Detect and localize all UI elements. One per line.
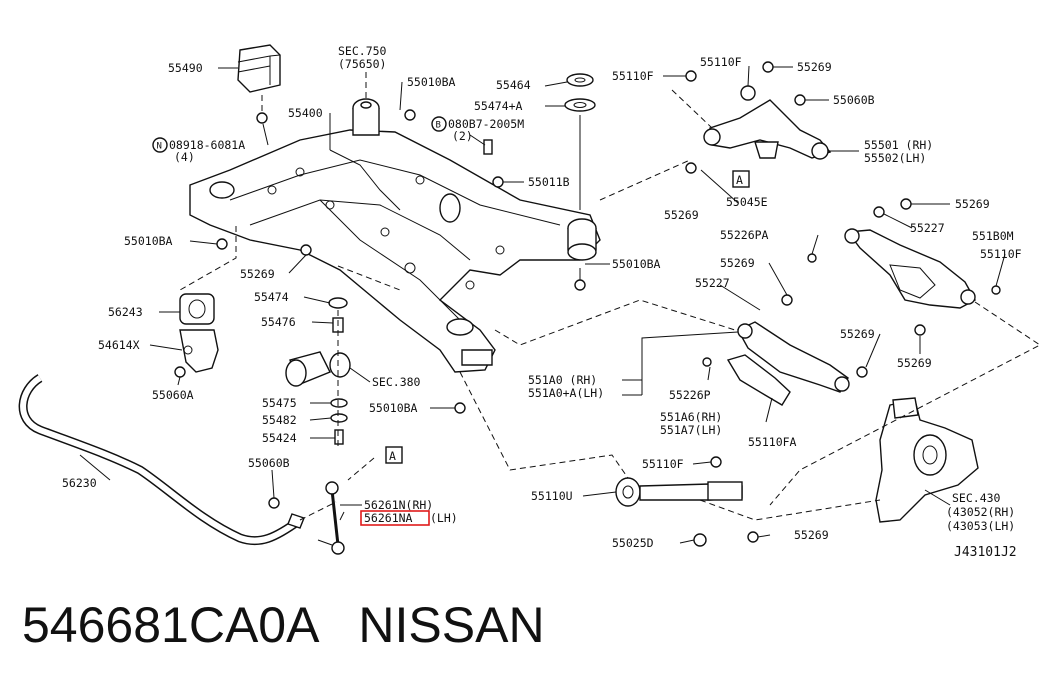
callout-a-top: A — [732, 170, 750, 188]
label-080b7: 080B7-2005M — [448, 117, 524, 131]
label-55110f-2: 55110F — [700, 55, 742, 69]
stud-stack — [285, 297, 351, 445]
callout-n-letter: N — [157, 142, 162, 152]
callout-a-top-letter: A — [736, 173, 743, 187]
label-55474: 55474 — [254, 290, 289, 304]
label-55474a: 55474+A — [474, 99, 523, 113]
lower-arm-551b0m — [844, 228, 976, 309]
label-diagram-reference: J43101J2 — [954, 545, 1017, 560]
fasteners — [174, 61, 1001, 547]
label-55010ba-4: 55010BA — [369, 401, 418, 415]
label-55269-7: 55269 — [897, 356, 932, 370]
bushing-56243 — [179, 293, 219, 373]
label-55227-1: 55227 — [910, 221, 945, 235]
callout-b: B — [431, 116, 447, 132]
label-55060b-1: 55060B — [833, 93, 875, 107]
callout-a-bottom-letter: A — [389, 449, 396, 463]
label-56261na: 56261NA — [364, 511, 413, 525]
label-55476: 55476 — [261, 315, 296, 329]
part-labels: 55490 SEC.750 (75650) 55010BA 55464 5547… — [62, 44, 1022, 560]
label-55269-6: 55269 — [840, 327, 875, 341]
label-55011b: 55011B — [528, 175, 570, 189]
label-55045e: 55045E — [726, 195, 768, 209]
label-56261n: 56261N(RH) — [364, 498, 433, 512]
label-55269-1: 55269 — [797, 60, 832, 74]
label-55490: 55490 — [168, 61, 203, 75]
label-55482: 55482 — [262, 413, 297, 427]
label-55502: 55502(LH) — [864, 151, 926, 165]
label-551a0a: 551A0+A(LH) — [528, 386, 604, 400]
label-08918: 08918-6081A — [169, 138, 245, 152]
mount-55490 — [237, 44, 281, 124]
stabilizer-bar-56230 — [18, 374, 305, 546]
label-55269-2: 55269 — [664, 208, 699, 222]
label-551a0: 551A0 (RH) — [528, 373, 597, 387]
label-56230: 56230 — [62, 476, 97, 490]
callout-a-bottom: A — [385, 446, 403, 464]
label-55010ba-2: 55010BA — [124, 234, 173, 248]
label-55060a: 55060A — [152, 388, 194, 402]
label-080b7-qty: (2) — [452, 129, 473, 143]
label-55226pa: 55226PA — [720, 228, 769, 242]
label-56261na-side: (LH) — [430, 511, 458, 525]
label-55025d: 55025D — [612, 536, 654, 550]
label-55501: 55501 (RH) — [864, 138, 933, 152]
label-08918-qty: (4) — [174, 150, 195, 164]
label-55269-4: 55269 — [240, 267, 275, 281]
lateral-link-551a0 — [726, 321, 850, 406]
leader-dashes — [179, 72, 1041, 521]
callout-b-letter: B — [436, 121, 441, 131]
label-sec750-sub: (75650) — [338, 57, 386, 71]
stabilizer-link-56261n — [317, 481, 345, 555]
label-55269-5: 55269 — [720, 256, 755, 270]
brand-name: NISSAN — [358, 597, 545, 653]
label-55269-3: 55269 — [955, 197, 990, 211]
washers-55464 — [564, 73, 596, 210]
label-55110f-3: 55110F — [980, 247, 1022, 261]
label-56243: 56243 — [108, 305, 143, 319]
knuckle-sec430 — [875, 397, 979, 523]
leader-lines — [79, 65, 1006, 544]
caption: 546681CA0A NISSAN — [22, 596, 545, 654]
exploded-parts-diagram: A A N B 55490 SEC.750 (75650) 55010BA 55… — [18, 44, 1041, 560]
label-55226p: 55226P — [669, 388, 711, 402]
label-55110f-4: 55110F — [642, 457, 684, 471]
label-sec750: SEC.750 — [338, 44, 387, 58]
toe-link-55110u — [615, 477, 743, 507]
callout-n: N — [152, 137, 168, 153]
upper-arm-55501 — [703, 85, 832, 160]
label-551a7: 551A7(LH) — [660, 423, 722, 437]
highlight-box — [360, 510, 430, 526]
label-55424: 55424 — [262, 431, 297, 445]
label-55110u: 55110U — [531, 489, 573, 503]
label-55110fa: 55110FA — [748, 435, 797, 449]
label-551a6: 551A6(RH) — [660, 410, 722, 424]
label-sec430: SEC.430 — [952, 491, 1001, 505]
label-43053: (43053(LH) — [946, 519, 1015, 533]
label-55464: 55464 — [496, 78, 531, 92]
label-55400: 55400 — [288, 106, 323, 120]
label-551b0m: 551B0M — [972, 229, 1014, 243]
label-55010ba-1: 55010BA — [407, 75, 456, 89]
label-sec380: SEC.380 — [372, 375, 421, 389]
subframe-55400 — [189, 98, 601, 373]
label-55110f-1: 55110F — [612, 69, 654, 83]
label-55269-8: 55269 — [794, 528, 829, 542]
label-55475: 55475 — [262, 396, 297, 410]
label-55060b-2: 55060B — [248, 456, 290, 470]
label-43052: (43052(RH) — [946, 505, 1015, 519]
part-number: 546681CA0A — [22, 597, 317, 653]
label-55227-2: 55227 — [695, 276, 730, 290]
label-54614x: 54614X — [98, 338, 140, 352]
label-55010ba-3: 55010BA — [612, 257, 661, 271]
